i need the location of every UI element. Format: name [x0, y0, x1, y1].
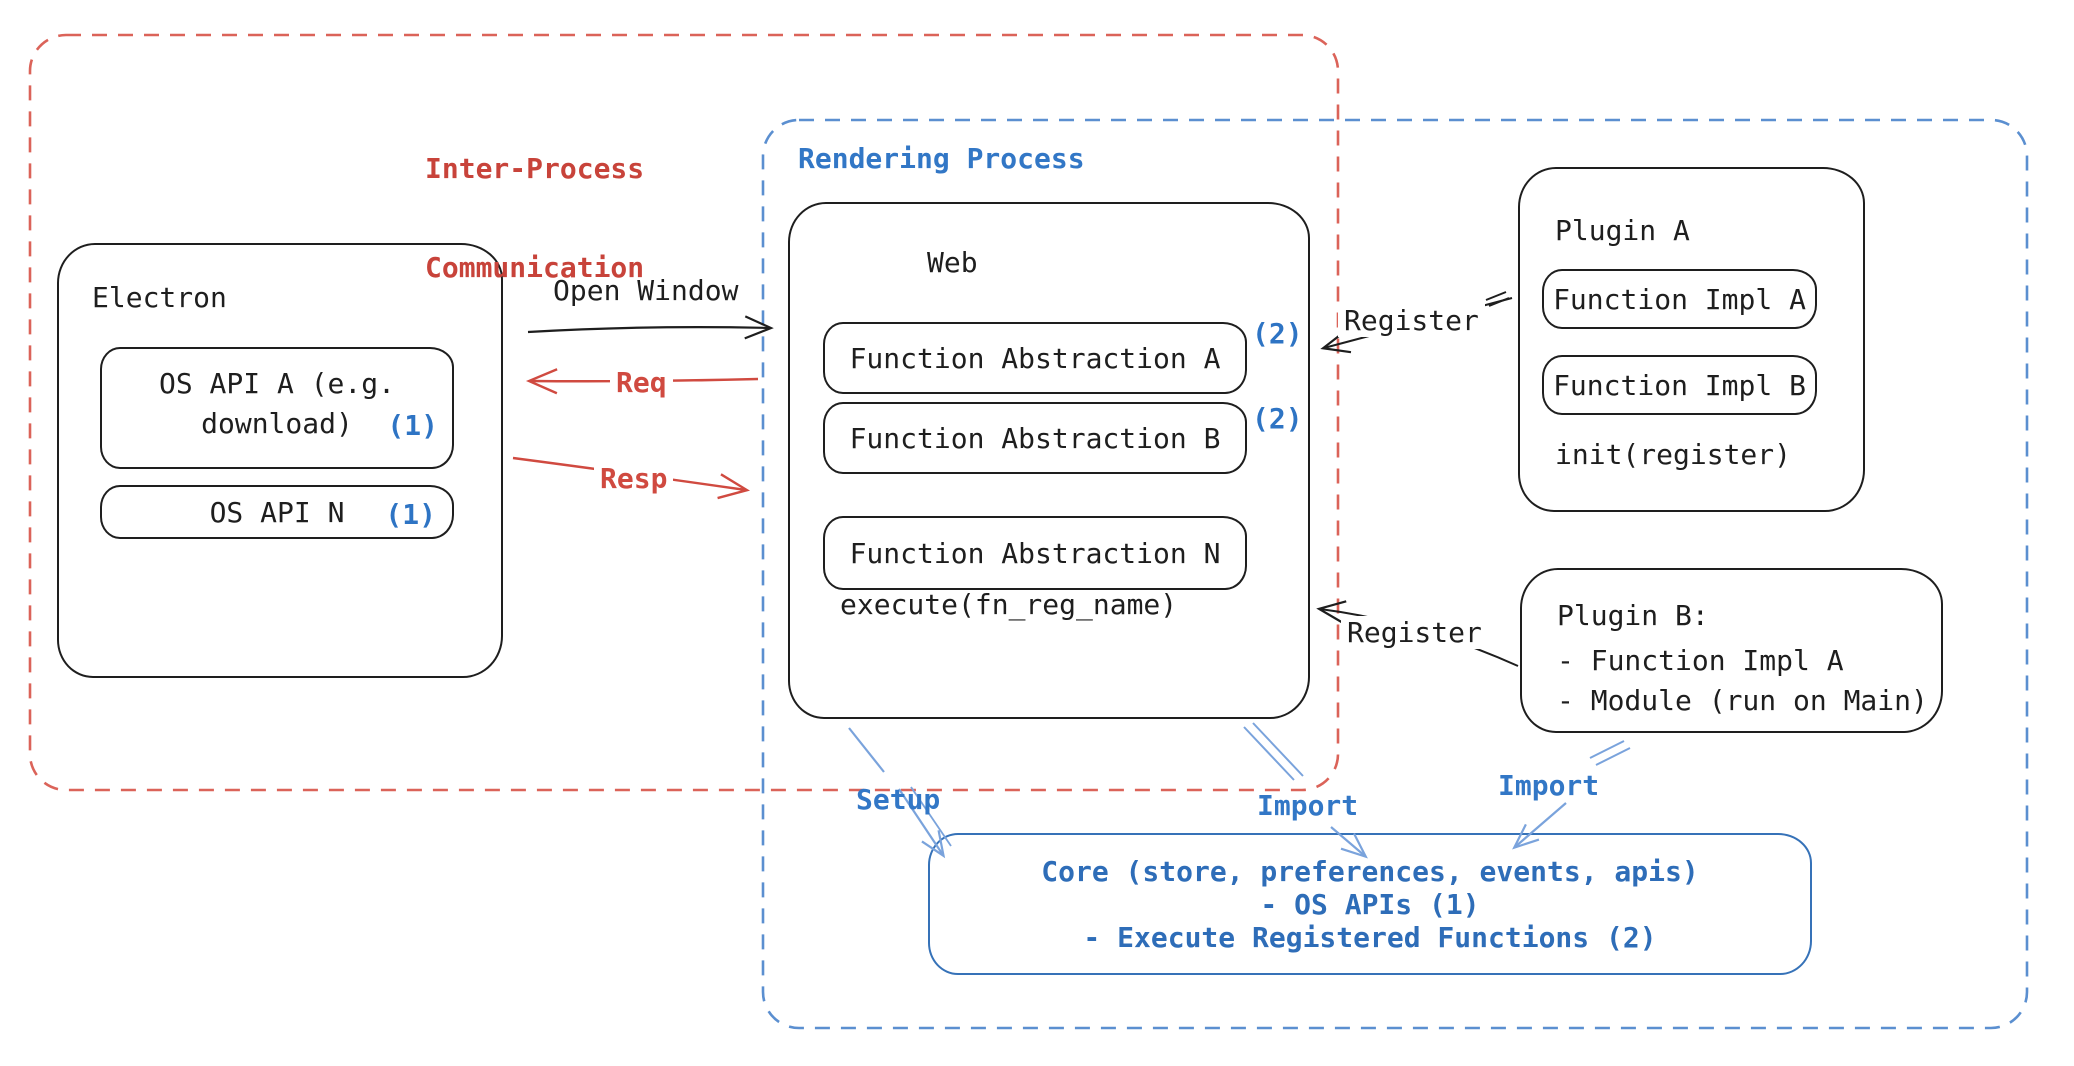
setup-arrow-upper: [848, 727, 885, 773]
core-line-2: - OS APIs (1): [1260, 888, 1480, 921]
os-api-a-ref-badge: (1): [387, 409, 438, 442]
core-line-1: Core (store, preferences, events, apis): [1041, 855, 1699, 888]
function-impl-a-label: Function Impl A: [1553, 282, 1806, 316]
core-line-3: - Execute Registered Functions (2): [1083, 921, 1657, 954]
plugin-b-node: Plugin B: - Function Impl A - Module (ru…: [1520, 568, 1943, 733]
function-abstraction-n-node: Function Abstraction N: [823, 516, 1247, 590]
resp-label: Resp: [594, 462, 674, 495]
plugin-b-item-2: - Module (run on Main): [1557, 684, 1928, 717]
import-plugin-label: Import: [1498, 769, 1600, 802]
fa-a-ref-badge: (2): [1252, 317, 1303, 350]
function-abstraction-a-label: Function Abstraction A: [849, 341, 1221, 375]
plugin-b-title: Plugin B:: [1557, 599, 1709, 632]
function-abstraction-a-node: Function Abstraction A: [823, 322, 1247, 394]
function-impl-b-label: Function Impl B: [1553, 368, 1806, 402]
register-b-label: Register: [1341, 616, 1488, 649]
open-window-label: Open Window: [553, 274, 739, 307]
rendering-process-label: Rendering Process: [798, 142, 1085, 175]
function-impl-a-node: Function Impl A: [1542, 269, 1817, 329]
function-abstraction-b-node: Function Abstraction B: [823, 402, 1247, 474]
execute-label: execute(fn_reg_name): [840, 588, 1178, 621]
os-api-n-ref-badge: (1): [385, 498, 436, 531]
plugin-a-node: Plugin A Function Impl A Function Impl B…: [1518, 167, 1865, 512]
plugin-b-item-1: - Function Impl A: [1557, 644, 1844, 677]
ipc-region-label: Inter-Process Communication: [425, 152, 645, 284]
register-a-label: Register: [1338, 304, 1485, 337]
os-api-n-node: OS API N (1): [100, 485, 454, 539]
register-a-tail-tick: [1485, 291, 1510, 307]
import-web-label: Import: [1257, 789, 1359, 822]
function-abstraction-b-label: Function Abstraction B: [849, 421, 1221, 455]
os-api-n-label: OS API N: [209, 495, 345, 529]
fa-b-ref-badge: (2): [1252, 402, 1303, 435]
import-web-arrow-upper: [1243, 722, 1304, 781]
os-api-a-node: OS API A (e.g. download) (1): [100, 347, 454, 469]
setup-label: Setup: [856, 783, 941, 816]
web-node: Web Function Abstraction A (2) Function …: [788, 202, 1310, 719]
electron-title: Electron: [92, 281, 227, 314]
req-label: Req: [610, 366, 673, 399]
init-register-label: init(register): [1555, 438, 1792, 471]
core-node: Core (store, preferences, events, apis) …: [928, 833, 1812, 975]
os-api-a-label: OS API A (e.g. download): [158, 367, 395, 440]
function-abstraction-n-label: Function Abstraction N: [849, 536, 1221, 570]
import-plugin-tail-tick: [1589, 740, 1631, 766]
web-title: Web: [927, 246, 978, 279]
function-impl-b-node: Function Impl B: [1542, 355, 1817, 415]
plugin-a-title: Plugin A: [1555, 214, 1690, 247]
